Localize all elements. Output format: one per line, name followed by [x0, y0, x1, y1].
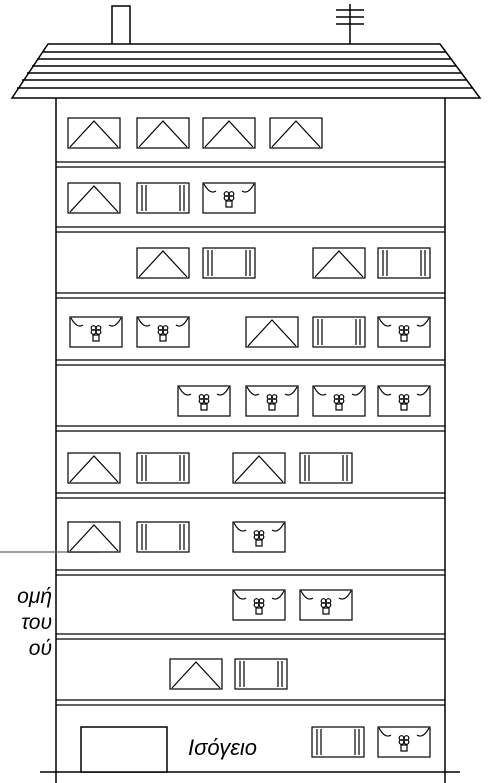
chimney	[112, 6, 130, 46]
entrance-door	[81, 727, 167, 772]
floor-separators	[56, 162, 445, 705]
side-caption-line-2: του	[0, 611, 52, 634]
window-shutter	[312, 727, 364, 757]
window-shutter	[203, 248, 255, 278]
window-curtain	[170, 659, 222, 689]
window-curtain	[233, 453, 285, 483]
window-shutter	[235, 659, 287, 689]
window-shutter	[378, 248, 430, 278]
window-shutter	[137, 183, 189, 213]
window-flower	[203, 183, 255, 213]
window-curtain	[246, 317, 298, 347]
window-flower	[378, 386, 430, 416]
window-flower	[300, 590, 352, 620]
window-shutter	[300, 453, 352, 483]
window-curtain	[270, 118, 322, 148]
window-curtain	[68, 118, 120, 148]
window-curtain	[137, 118, 189, 148]
window-curtain	[203, 118, 255, 148]
window-curtain	[68, 522, 120, 552]
window-flower	[137, 317, 189, 347]
window-flower	[178, 386, 230, 416]
windows	[68, 118, 430, 757]
window-shutter	[137, 522, 189, 552]
window-shutter	[313, 317, 365, 347]
window-flower	[233, 522, 285, 552]
window-flower	[70, 317, 122, 347]
window-curtain	[313, 248, 365, 278]
window-curtain	[137, 248, 189, 278]
ground-floor-label: Ισόγειο	[188, 735, 257, 761]
roof	[12, 4, 480, 98]
side-caption-line-1: ομή	[0, 585, 52, 608]
window-curtain	[68, 453, 120, 483]
window-flower	[378, 317, 430, 347]
window-flower	[233, 590, 285, 620]
window-flower	[246, 386, 298, 416]
antenna	[336, 4, 364, 46]
window-curtain	[68, 183, 120, 213]
window-flower	[313, 386, 365, 416]
side-caption-line-3: ού	[0, 637, 52, 660]
window-flower	[378, 727, 430, 757]
window-shutter	[137, 453, 189, 483]
